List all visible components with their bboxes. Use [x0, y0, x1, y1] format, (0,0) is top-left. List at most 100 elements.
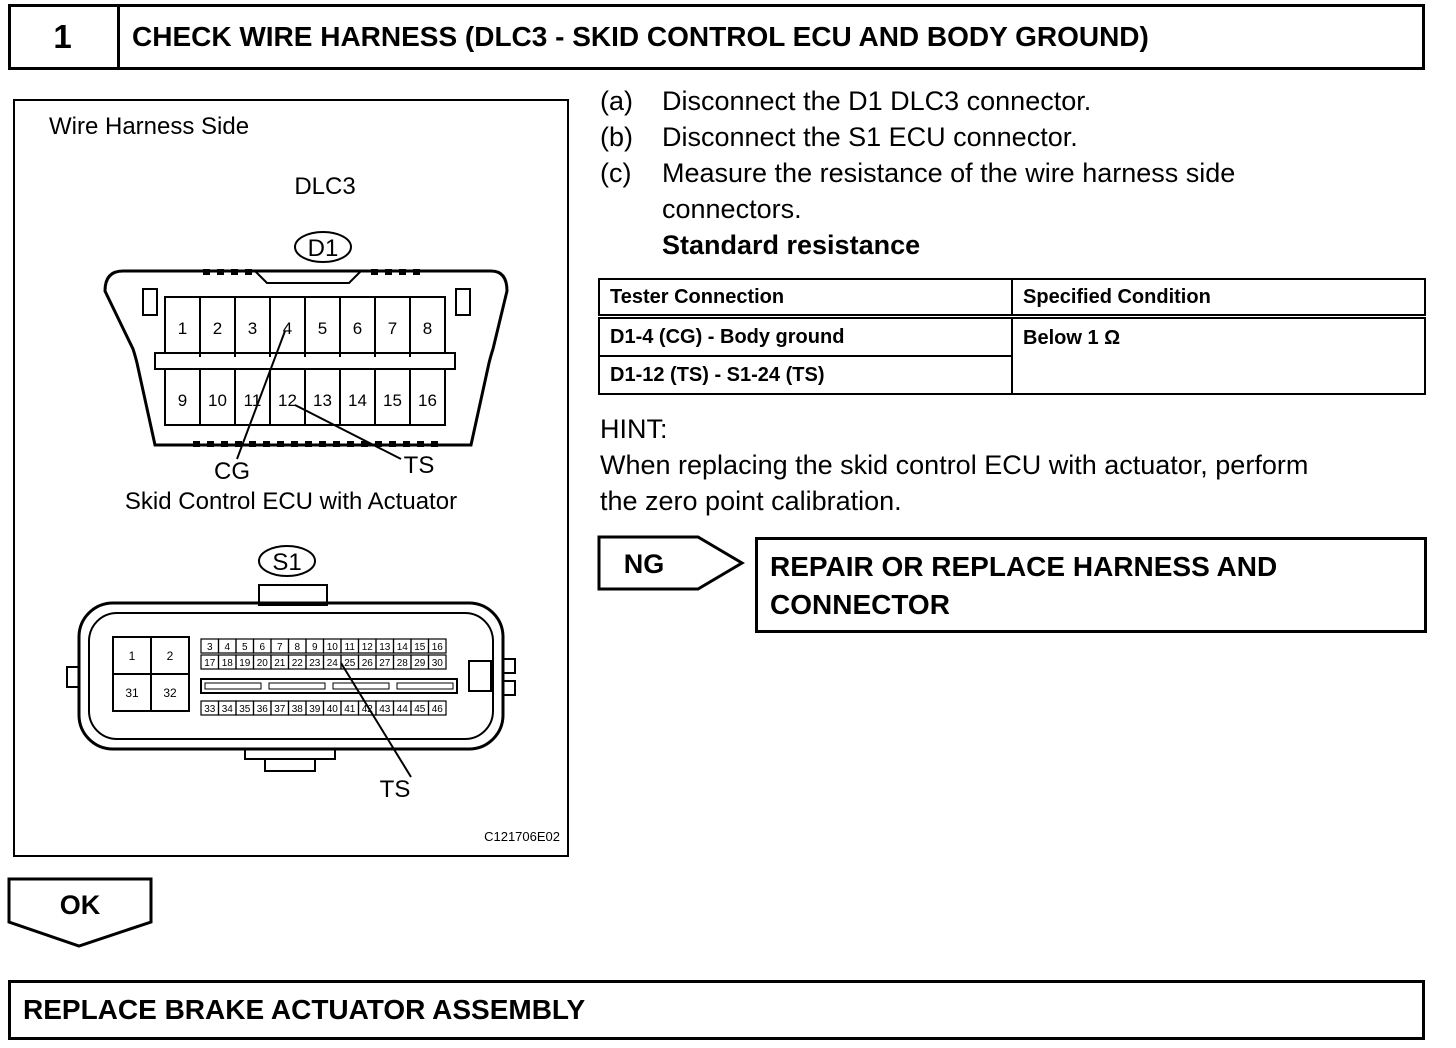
ok-arrow-icon: OK — [7, 877, 153, 948]
ecu-bottom-tab-inner — [264, 758, 316, 772]
standard-resistance-heading: Standard resistance — [662, 230, 921, 260]
dlc3-tooth — [333, 441, 340, 447]
table-row: D1-4 (CG) - Body ground Below 1 Ω — [597, 315, 1426, 395]
instruction-c: (c) Measure the resistance of the wire h… — [600, 158, 1235, 189]
ng-action-line-2: CONNECTOR — [770, 589, 950, 620]
ecu-center-bar — [200, 678, 458, 694]
dlc3-pin-8: 8 — [423, 319, 432, 338]
instruction-c-text-cont: connectors. — [662, 194, 802, 224]
ecu-pin-28: 28 — [397, 658, 409, 669]
ecu-bar-slot — [268, 682, 326, 690]
instruction-a: (a) Disconnect the D1 DLC3 connector. — [600, 86, 1091, 117]
cg-label: CG — [214, 458, 250, 485]
ecu-pin-2: 2 — [167, 649, 174, 663]
d1-badge-icon — [294, 231, 352, 263]
dlc3-pin-1: 1 — [178, 319, 187, 338]
dlc3-tooth — [403, 441, 410, 447]
dlc3-tooth — [361, 441, 368, 447]
dlc3-tooth — [291, 441, 298, 447]
hint-line-2: the zero point calibration. — [600, 486, 902, 516]
s1-badge-icon — [258, 545, 316, 577]
step-title: CHECK WIRE HARNESS (DLC3 - SKID CONTROL … — [132, 21, 1149, 52]
dlc3-tooth — [249, 441, 256, 447]
ecu-pin-45: 45 — [414, 704, 426, 715]
ng-label: NG — [624, 549, 665, 579]
row-1-connection: D1-4 (CG) - Body ground — [597, 315, 1014, 357]
instruction-c-text: Measure the resistance of the wire harne… — [662, 158, 1236, 188]
ecu-pin-36: 36 — [257, 704, 269, 715]
row-condition: Below 1 Ω — [1011, 315, 1426, 395]
dlc3-tooth — [203, 269, 210, 275]
header-tester-connection: Tester Connection — [597, 278, 1014, 319]
dlc3-body — [103, 269, 509, 447]
wire-harness-side-label: Wire Harness Side — [49, 113, 249, 140]
instruction-c-label: (c) — [600, 158, 632, 188]
step-header — [8, 4, 1425, 70]
ok-label: OK — [60, 890, 101, 920]
ecu-pin-21: 21 — [274, 658, 286, 669]
ecu-pin-30: 30 — [432, 658, 444, 669]
d1-label: D1 — [308, 235, 339, 262]
ecu-pin-3: 3 — [207, 642, 213, 653]
ecu-body-outer — [77, 601, 505, 751]
ecu-pin-40: 40 — [327, 704, 339, 715]
ecu-pin-44: 44 — [397, 704, 409, 715]
dlc3-tooth — [277, 441, 284, 447]
ecu-top-tab — [258, 584, 328, 606]
ecu-body-inner — [88, 612, 494, 740]
ecu-pin-34: 34 — [222, 704, 234, 715]
ecu-pin-18: 18 — [222, 658, 234, 669]
ecu-pin-37: 37 — [274, 704, 286, 715]
dlc3-latch-right — [455, 288, 471, 316]
dlc3-pin-12: 12 — [278, 391, 297, 410]
ok-action-box: REPLACE BRAKE ACTUATOR ASSEMBLY — [8, 980, 1425, 1040]
ng-arrow-icon: NG — [597, 535, 745, 591]
instruction-b-text: Disconnect the S1 ECU connector. — [662, 122, 1078, 152]
dlc3-pin-2: 2 — [213, 319, 222, 338]
hint-line-1: When replacing the skid control ECU with… — [600, 450, 1309, 480]
dlc3-label: DLC3 — [294, 173, 355, 200]
ecu-pin-cell — [427, 700, 447, 716]
ecu-pin-7: 7 — [277, 642, 283, 653]
ecu-pin-46: 46 — [432, 704, 444, 715]
ecu-pin-24: 24 — [327, 658, 339, 669]
ecu-pin-27: 27 — [379, 658, 391, 669]
instruction-a-label: (a) — [600, 86, 633, 116]
ts-leader-line-dlc3 — [294, 404, 402, 460]
ecu-pin-cell — [427, 654, 447, 670]
ecu-bar-slots — [204, 682, 454, 690]
dlc3-pin-5: 5 — [318, 319, 327, 338]
ecu-pin-16: 16 — [432, 642, 444, 653]
dlc3-tooth — [431, 441, 438, 447]
ecu-pin-20: 20 — [257, 658, 269, 669]
ts-label-dlc3: TS — [404, 452, 435, 479]
dlc3-pin-14: 14 — [348, 391, 367, 410]
dlc3-tooth — [231, 269, 238, 275]
ecu-pin-4: 4 — [224, 642, 230, 653]
dlc3-tooth — [207, 441, 214, 447]
ecu-pin-11: 11 — [345, 642, 356, 653]
ecu-bar-slot — [204, 682, 262, 690]
dlc3-pin-9: 9 — [178, 391, 187, 410]
ecu-pin-17: 17 — [204, 658, 216, 669]
spec-table: Tester Connection Specified Condition D1… — [597, 278, 1426, 395]
ecu-pin-39: 39 — [309, 704, 321, 715]
step-number: 1 — [8, 4, 120, 70]
dlc3-pin-7: 7 — [388, 319, 397, 338]
ok-action-text: REPLACE BRAKE ACTUATOR ASSEMBLY — [23, 994, 586, 1025]
ecu-pin-33: 33 — [204, 704, 216, 715]
ng-action-box: REPAIR OR REPLACE HARNESS AND CONNECTOR — [755, 537, 1427, 633]
ecu-pin-38: 38 — [292, 704, 304, 715]
ecu-pin-14: 14 — [397, 642, 409, 653]
dlc3-tooth — [193, 441, 200, 447]
ecu-pin-1: 1 — [129, 649, 136, 663]
dlc3-tooth — [399, 269, 406, 275]
ecu-right-tab-upper — [502, 658, 516, 674]
ecu-pin-15: 15 — [414, 642, 426, 653]
dlc3-pin-6: 6 — [353, 319, 362, 338]
dlc3-tooth — [417, 441, 424, 447]
